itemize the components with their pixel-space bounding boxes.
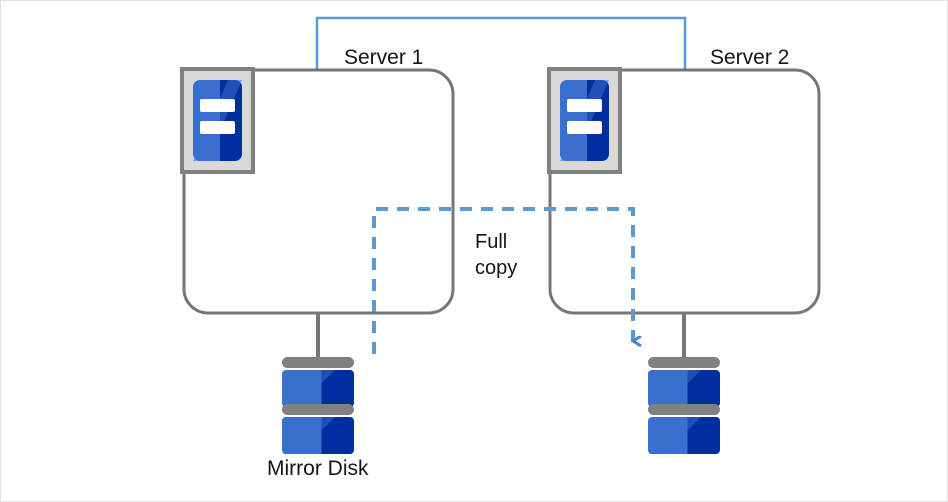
full-copy-label-line1: Full xyxy=(475,231,508,253)
disk-1[interactable] xyxy=(282,357,354,454)
server-2-icon xyxy=(547,67,622,174)
full-copy-label-line2: copy xyxy=(475,257,518,279)
server-interconnect-link xyxy=(315,16,687,69)
server-2-label: Server 2 xyxy=(710,46,790,69)
server-1-icon xyxy=(180,67,255,174)
mirror-disk-label: Mirror Disk xyxy=(267,457,369,480)
disk-2[interactable] xyxy=(648,357,720,454)
server-1-label: Server 1 xyxy=(344,46,424,69)
full-copy-flow-path xyxy=(372,207,633,354)
full-copy-label: Full copy xyxy=(475,229,517,281)
